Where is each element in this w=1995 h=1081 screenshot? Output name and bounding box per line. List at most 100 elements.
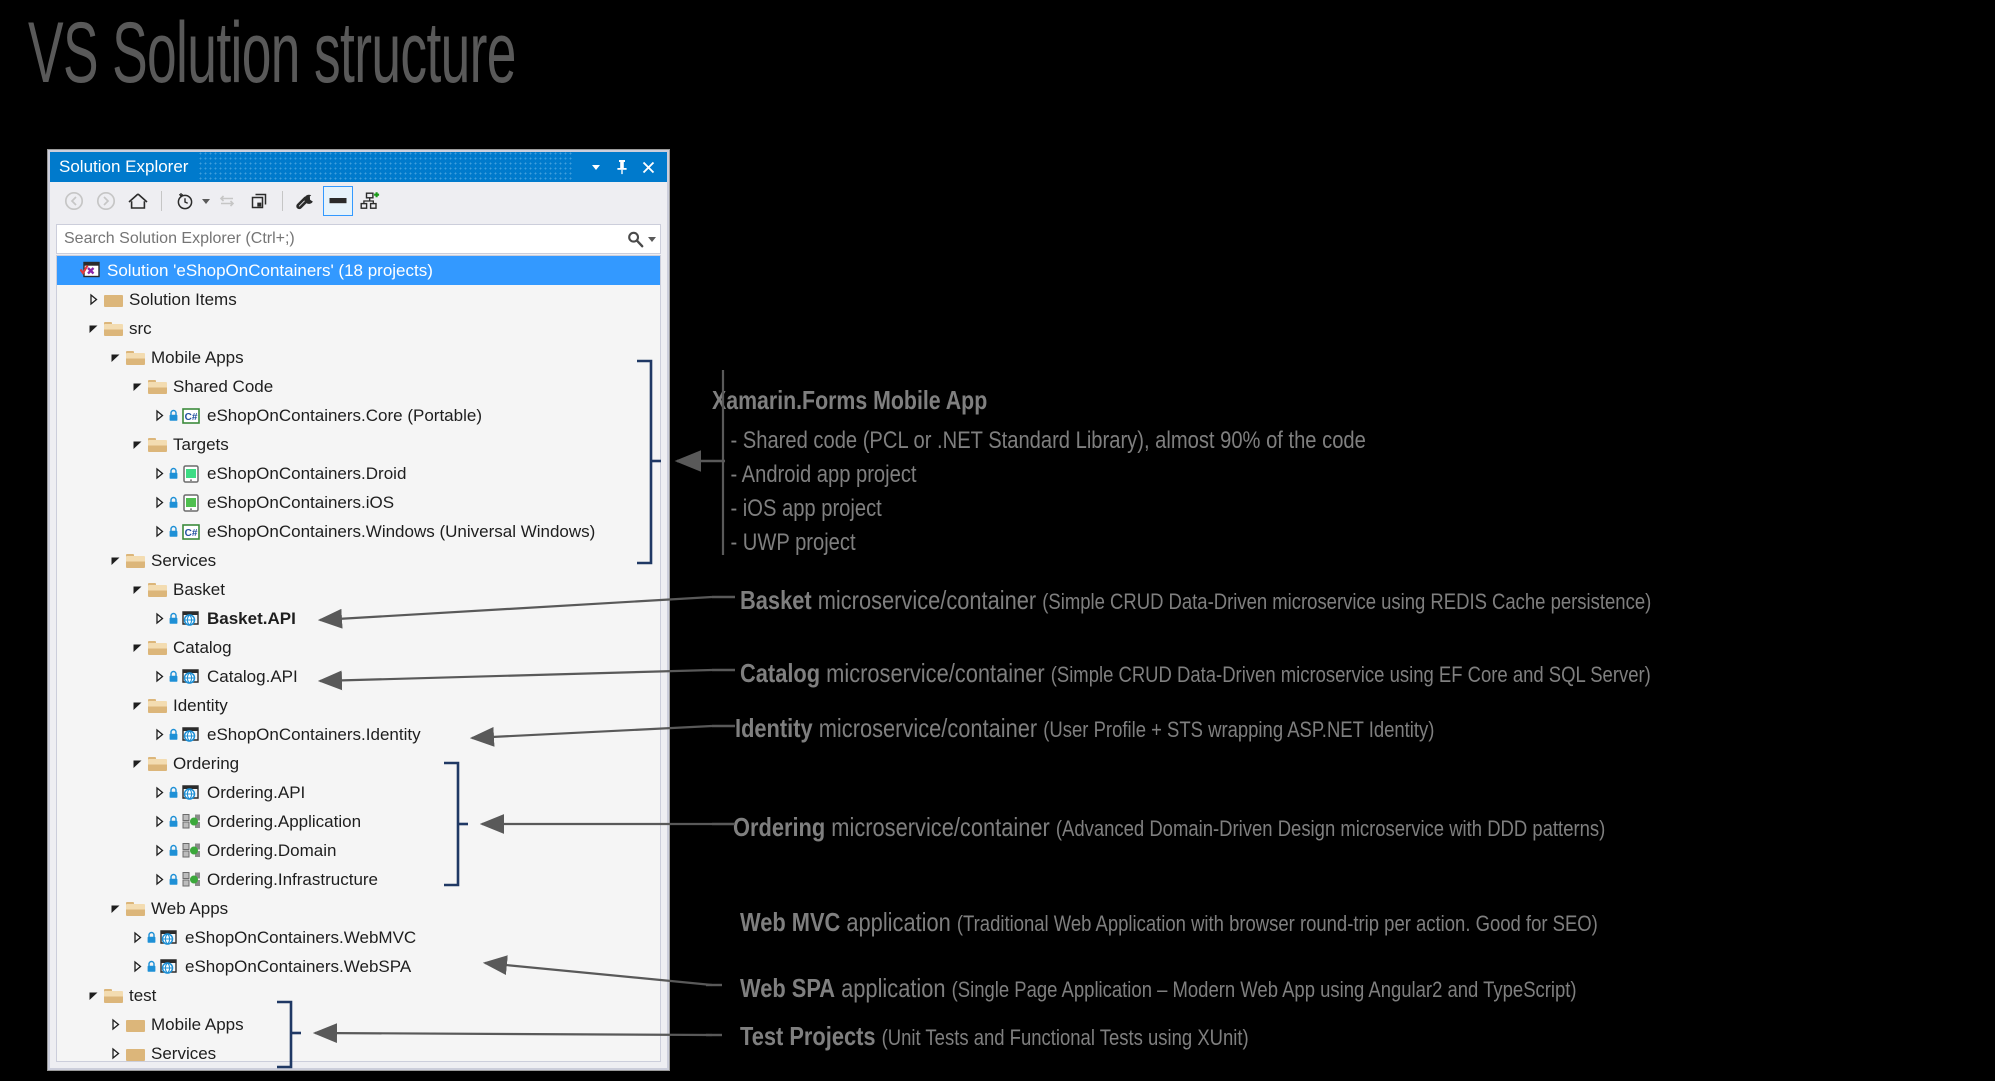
tree-row[interactable]: Mobile Apps bbox=[57, 1010, 660, 1039]
web-project-icon bbox=[160, 959, 177, 974]
tree-row[interactable]: Basket bbox=[57, 575, 660, 604]
search-input[interactable] bbox=[57, 229, 626, 249]
tree-expander[interactable] bbox=[151, 496, 168, 509]
tree-row[interactable]: Ordering.API bbox=[57, 778, 660, 807]
tree-expander[interactable] bbox=[107, 1047, 124, 1060]
tree-row[interactable]: Ordering bbox=[57, 749, 660, 778]
folder-closed-icon bbox=[125, 1047, 145, 1061]
home-icon[interactable] bbox=[123, 186, 153, 216]
search-box[interactable] bbox=[56, 224, 661, 254]
sync-arrows-icon[interactable] bbox=[212, 186, 242, 216]
tree-expander[interactable] bbox=[107, 351, 124, 364]
tree-expander[interactable] bbox=[151, 409, 168, 422]
tree-row[interactable]: eShopOnContainers.Droid bbox=[57, 459, 660, 488]
tree-expander[interactable] bbox=[85, 989, 102, 1002]
tree-row[interactable]: Solution Items bbox=[57, 285, 660, 314]
tree-row[interactable]: Shared Code bbox=[57, 372, 660, 401]
annotation-identity-detail: (User Profile + STS wrapping ASP.NET Ide… bbox=[1043, 717, 1435, 742]
tree-row[interactable]: Catalog bbox=[57, 633, 660, 662]
tree-row[interactable]: Targets bbox=[57, 430, 660, 459]
expander-collapsed-icon bbox=[156, 815, 164, 828]
tree-row[interactable]: eShopOnContainers.Identity bbox=[57, 720, 660, 749]
tree-expander[interactable] bbox=[129, 380, 146, 393]
page-title: VS Solution structure bbox=[28, 5, 516, 101]
expander-expanded-icon bbox=[111, 557, 120, 565]
tree-row[interactable]: Ordering.Domain bbox=[57, 836, 660, 865]
tree-row[interactable]: Services bbox=[57, 546, 660, 575]
tree-row[interactable]: Mobile Apps bbox=[57, 343, 660, 372]
tree-expander[interactable] bbox=[151, 612, 168, 625]
code-map-icon[interactable] bbox=[355, 186, 385, 216]
tree-expander[interactable] bbox=[107, 1018, 124, 1031]
tree-row[interactable]: eShopOnContainers.WebMVC bbox=[57, 923, 660, 952]
web-project-icon bbox=[182, 669, 199, 684]
tree-expander[interactable] bbox=[129, 699, 146, 712]
tree-row[interactable]: eShopOnContainers.WebSPA bbox=[57, 952, 660, 981]
tree-row[interactable]: Basket.API bbox=[57, 604, 660, 633]
folder-open-icon bbox=[125, 350, 145, 365]
tree-row[interactable]: Web Apps bbox=[57, 894, 660, 923]
tree-row[interactable]: Identity bbox=[57, 691, 660, 720]
web-project-icon bbox=[182, 785, 199, 800]
back-arrow-icon[interactable] bbox=[59, 186, 89, 216]
chevron-down-icon[interactable] bbox=[202, 198, 210, 204]
tree-expander[interactable] bbox=[151, 844, 168, 857]
collapse-all-icon[interactable] bbox=[244, 186, 274, 216]
tree-expander[interactable] bbox=[151, 786, 168, 799]
solution-explorer-window: Solution Explorer bbox=[48, 150, 669, 1070]
classlib-project-icon bbox=[180, 813, 202, 830]
tree-expander[interactable] bbox=[151, 728, 168, 741]
tree-row-label: Identity bbox=[173, 695, 228, 715]
folder-open-icon bbox=[147, 582, 167, 597]
annotation-identity-kind: microservice/container bbox=[812, 713, 1044, 743]
expander-expanded-icon bbox=[89, 992, 98, 1000]
annotation-bullet: - Shared code (PCL or .NET Standard Libr… bbox=[730, 427, 1366, 454]
clock-history-icon[interactable] bbox=[170, 186, 200, 216]
close-icon[interactable] bbox=[635, 154, 661, 180]
tree-expander[interactable] bbox=[151, 525, 168, 538]
titlebar-drag-dots[interactable] bbox=[198, 152, 573, 182]
forward-arrow-icon[interactable] bbox=[91, 186, 121, 216]
tree-row-label: Mobile Apps bbox=[151, 1014, 244, 1034]
tree-expander[interactable] bbox=[129, 438, 146, 451]
tree-expander[interactable] bbox=[129, 641, 146, 654]
tree-row[interactable]: eShopOnContainers.iOS bbox=[57, 488, 660, 517]
preview-pane-icon[interactable] bbox=[323, 186, 353, 216]
tree-expander[interactable] bbox=[85, 322, 102, 335]
tree-expander[interactable] bbox=[151, 670, 168, 683]
tree-row[interactable]: test bbox=[57, 981, 660, 1010]
tree-row[interactable]: src bbox=[57, 314, 660, 343]
tree-expander[interactable] bbox=[85, 293, 102, 306]
expander-expanded-icon bbox=[111, 354, 120, 362]
tree-expander[interactable] bbox=[107, 902, 124, 915]
tree-row[interactable]: Catalog.API bbox=[57, 662, 660, 691]
wrench-icon[interactable] bbox=[291, 186, 321, 216]
expander-collapsed-icon bbox=[156, 670, 164, 683]
tree-row[interactable]: Ordering.Infrastructure bbox=[57, 865, 660, 894]
tree-row[interactable]: Solution 'eShopOnContainers' (18 project… bbox=[57, 256, 660, 285]
tree-expander[interactable] bbox=[151, 467, 168, 480]
tree-expander[interactable] bbox=[129, 931, 146, 944]
lock-icon bbox=[146, 960, 157, 973]
tree-expander[interactable] bbox=[129, 583, 146, 596]
tree-expander[interactable] bbox=[151, 815, 168, 828]
tree-row-label: Shared Code bbox=[173, 376, 274, 396]
solution-tree[interactable]: Solution 'eShopOnContainers' (18 project… bbox=[56, 255, 661, 1062]
solution-explorer-titlebar: Solution Explorer bbox=[50, 152, 667, 182]
search-options-chevron-icon[interactable] bbox=[648, 236, 656, 242]
search-icon[interactable] bbox=[626, 230, 660, 249]
window-dropdown-icon[interactable] bbox=[583, 154, 609, 180]
tree-row[interactable]: C#eShopOnContainers.Windows (Universal W… bbox=[57, 517, 660, 546]
tree-row[interactable]: Services bbox=[57, 1039, 660, 1061]
expander-collapsed-icon bbox=[112, 1047, 120, 1060]
tree-expander[interactable] bbox=[129, 757, 146, 770]
tree-expander[interactable] bbox=[129, 960, 146, 973]
annotation-web-mvc-detail: (Traditional Web Application with browse… bbox=[956, 911, 1598, 936]
tree-row[interactable]: Ordering.Application bbox=[57, 807, 660, 836]
tree-expander[interactable] bbox=[151, 873, 168, 886]
tree-expander[interactable] bbox=[107, 554, 124, 567]
web-project-icon bbox=[180, 610, 202, 627]
tree-row[interactable]: C#eShopOnContainers.Core (Portable) bbox=[57, 401, 660, 430]
annotation-catalog: Catalog microservice/container (Simple C… bbox=[740, 658, 1651, 689]
pin-icon[interactable] bbox=[609, 154, 635, 180]
